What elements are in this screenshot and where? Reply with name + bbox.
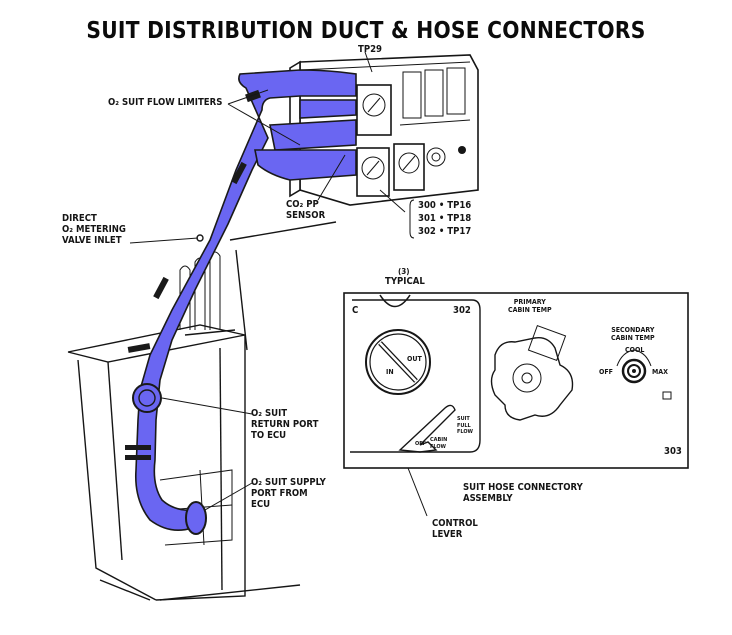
label-panel-303: 303 xyxy=(664,446,682,457)
label-primary-cabin-temp: PRIMARY CABIN TEMP xyxy=(508,298,552,314)
label-lever-suit-full-flow: SUIT FULL FLOW xyxy=(457,416,474,435)
label-knob-max: MAX xyxy=(652,368,668,376)
label-typical: TYPICAL xyxy=(385,276,425,287)
label-secondary-cabin-temp: SECONDARY CABIN TEMP xyxy=(611,326,655,342)
lower-cabinet xyxy=(67,324,301,601)
label-tp-301: 301 • TP18 xyxy=(418,213,472,224)
label-typical-count: (3) xyxy=(398,267,410,276)
label-panel-302: 302 xyxy=(453,305,471,316)
label-o2-suit-supply-port: O₂ SUIT SUPPLY PORT FROM ECU xyxy=(251,477,326,510)
detail-panel-302-303 xyxy=(343,292,689,469)
suit-distribution-duct xyxy=(125,69,357,535)
label-valve-out: OUT xyxy=(407,355,422,363)
label-valve-in: IN xyxy=(386,368,394,376)
leader-lines xyxy=(129,51,428,517)
label-o2-suit-flow-limiters: O₂ SUIT FLOW LIMITERS xyxy=(108,97,223,108)
label-tp-302: 302 • TP17 xyxy=(418,226,472,237)
label-o2-suit-return-port: O₂ SUIT RETURN PORT TO ECU xyxy=(251,408,319,441)
label-co2-pp-sensor: CO₂ PP SENSOR xyxy=(286,199,326,221)
label-direct-o2-metering-valve-inlet: DIRECT O₂ METERING VALVE INLET xyxy=(62,213,126,246)
support-frame xyxy=(179,221,337,351)
label-lever-off: OFF xyxy=(415,441,426,447)
label-suit-hose-connector-assembly: SUIT HOSE CONNECTORY ASSEMBLY xyxy=(463,482,583,504)
label-knob-cool: COOL xyxy=(625,346,645,354)
label-control-lever: CONTROL LEVER xyxy=(432,518,478,540)
label-knob-off: OFF xyxy=(599,368,613,376)
label-tp-300: 300 • TP16 xyxy=(418,200,472,211)
label-corner-c: C xyxy=(352,305,359,316)
label-tp29: TP29 xyxy=(358,44,382,55)
label-lever-cabin-flow: CABIN FLOW xyxy=(430,437,448,450)
diagram-title: SUIT DISTRIBUTION DUCT & HOSE CONNECTORS xyxy=(86,18,646,44)
